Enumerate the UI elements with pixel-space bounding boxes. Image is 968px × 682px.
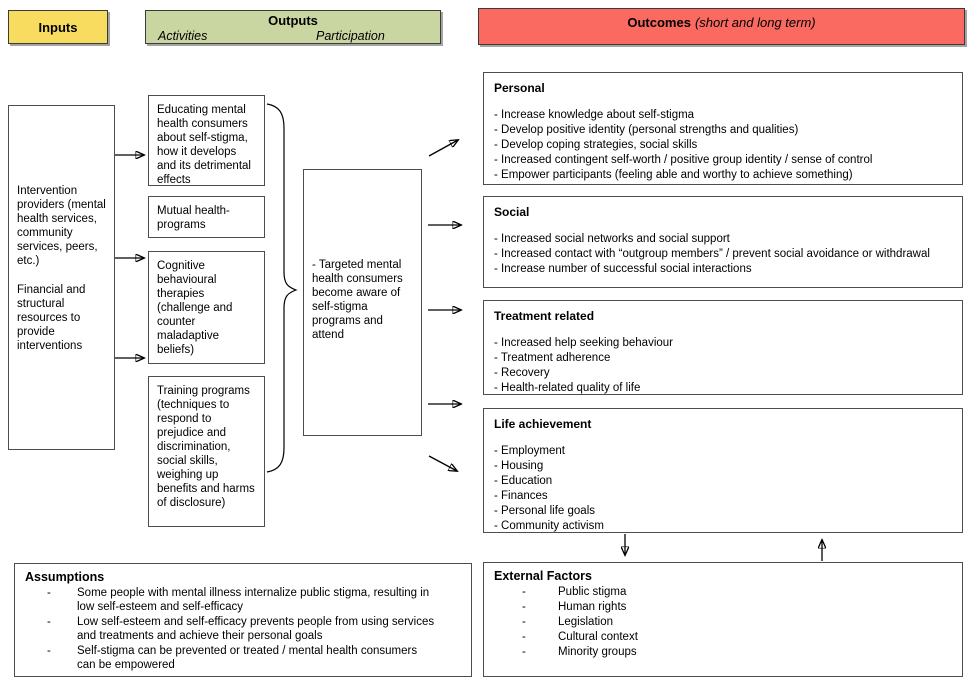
outcome-item: - Increased contact with “outgroup membe… (494, 247, 930, 260)
outcome-item: - Health-related quality of life (494, 381, 641, 394)
assumption-text: Low self-esteem and self-efficacy preven… (77, 616, 435, 643)
header-inputs-label: Inputs (38, 19, 78, 35)
external-factor-item: - Human rights (494, 600, 952, 614)
outcome-item: - Education (494, 474, 553, 487)
external-factor-item: - Public stigma (494, 585, 952, 599)
outcome-item: - Increased contingent self-worth / posi… (494, 153, 873, 166)
arrow-to-life-achievement-lower (428, 455, 457, 471)
assumptions-box: Assumptions - Some people with mental il… (14, 563, 472, 677)
activity-box-cbt: Cognitive behavioural therapies (challen… (148, 251, 265, 364)
outcome-life-title: Life achievement (494, 417, 592, 431)
activity-box-mutual-health: Mutual health-programs (148, 196, 265, 238)
assumption-item: - Some people with mental illness intern… (25, 586, 461, 614)
header-outputs-title: Outputs (268, 13, 318, 28)
bullet-dash: - (47, 645, 51, 658)
outcome-item: - Increase number of successful social i… (494, 262, 752, 275)
outcome-box-personal: Personal - Increase knowledge about self… (483, 72, 963, 185)
activity-box-training: Training programs (techniques to respond… (148, 376, 265, 527)
header-outputs: Outputs Activities Participation (145, 10, 441, 44)
external-factor-text: Minority groups (558, 646, 637, 659)
header-outcomes-title: Outcomes (627, 15, 691, 30)
activity-mutual-health-text: Mutual health-programs (157, 205, 230, 232)
outcome-item: - Recovery (494, 366, 550, 379)
header-activities-label: Activities (158, 29, 208, 43)
activity-educating-text: Educating mental health consumers about … (157, 104, 251, 187)
outcome-item: - Housing (494, 459, 544, 472)
assumption-text: Self-stigma can be prevented or treated … (77, 645, 418, 672)
arrow-to-personal (428, 140, 458, 157)
bullet-dash: - (522, 646, 526, 659)
outcome-item: - Community activism (494, 519, 604, 532)
curly-brace-activities (266, 103, 298, 473)
outcome-treatment-title: Treatment related (494, 309, 595, 323)
outcome-item: - Treatment adherence (494, 351, 611, 364)
bullet-dash: - (522, 616, 526, 629)
inputs-providers-text: Intervention providers (mental health se… (17, 185, 106, 268)
outcome-box-treatment: Treatment related - Increased help seeki… (483, 300, 963, 395)
outcome-item: - Empower participants (feeling able and… (494, 168, 853, 181)
assumption-item: - Low self-esteem and self-efficacy prev… (25, 615, 461, 643)
activity-training-text: Training programs (techniques to respond… (157, 385, 255, 510)
outcome-personal-title: Personal (494, 81, 545, 95)
activity-box-educating: Educating mental health consumers about … (148, 95, 265, 186)
assumption-text: Some people with mental illness internal… (77, 587, 430, 614)
activity-cbt-text: Cognitive behavioural therapies (challen… (157, 260, 233, 357)
external-factor-text: Cultural context (558, 631, 638, 644)
external-factor-text: Legislation (558, 616, 613, 629)
external-factor-text: Public stigma (558, 586, 627, 599)
bullet-dash: - (522, 601, 526, 614)
participation-text: - Targeted mental health consumers becom… (312, 259, 403, 342)
bullet-dash: - (522, 586, 526, 599)
external-factors-title: External Factors (494, 569, 592, 583)
outcome-item: - Increased social networks and social s… (494, 232, 730, 245)
external-factor-item: - Cultural context (494, 630, 952, 644)
bullet-dash: - (47, 587, 51, 600)
bullet-dash: - (522, 631, 526, 644)
outcome-item: - Employment (494, 444, 565, 457)
header-inputs: Inputs (8, 10, 108, 44)
bullet-dash: - (47, 616, 51, 629)
header-outcomes-subtitle: (short and long term) (694, 15, 816, 30)
header-outcomes: Outcomes (short and long term) (478, 8, 965, 45)
outcome-item: - Develop positive identity (personal st… (494, 123, 799, 136)
outcome-box-social: Social - Increased social networks and s… (483, 196, 963, 288)
participation-box: - Targeted mental health consumers becom… (303, 169, 422, 436)
assumption-item: - Self-stigma can be prevented or treate… (25, 644, 461, 672)
outcome-item: - Develop coping strategies, social skil… (494, 138, 698, 151)
external-factor-item: - Minority groups (494, 645, 952, 659)
outcome-item: - Increased help seeking behaviour (494, 336, 674, 349)
outcome-box-life-achievement: Life achievement - Employment - Housing … (483, 408, 963, 533)
outcome-social-title: Social (494, 205, 530, 219)
outcome-item: - Personal life goals (494, 504, 595, 517)
outcome-item: - Finances (494, 489, 548, 502)
external-factors-box: External Factors - Public stigma - Human… (483, 562, 963, 677)
assumptions-title: Assumptions (25, 570, 105, 584)
outcome-item: - Increase knowledge about self-stigma (494, 108, 695, 121)
inputs-resources-text: Financial and structural resources to pr… (17, 284, 86, 353)
external-factor-item: - Legislation (494, 615, 952, 629)
external-factor-text: Human rights (558, 601, 627, 614)
inputs-box: Intervention providers (mental health se… (8, 105, 115, 450)
header-participation-label: Participation (316, 29, 385, 43)
